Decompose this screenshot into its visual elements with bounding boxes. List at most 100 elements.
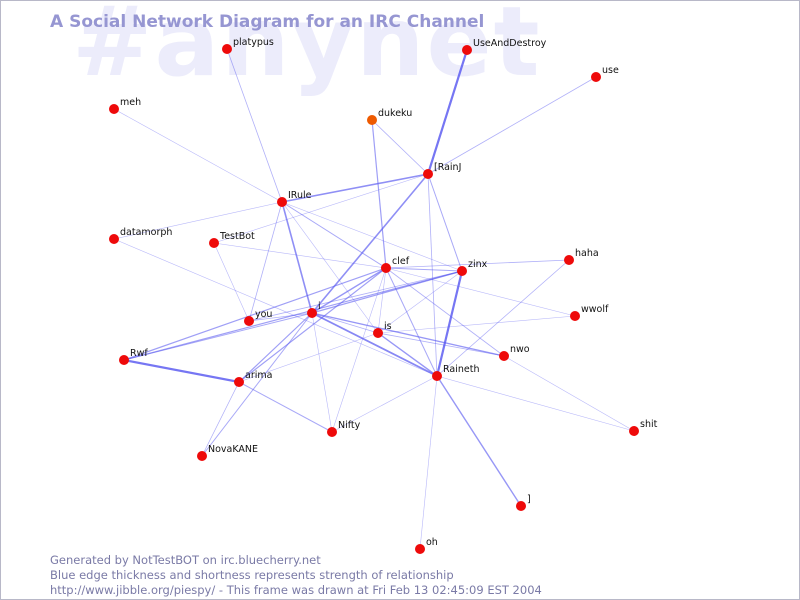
node-i[interactable]: i: [307, 301, 321, 318]
node-label-shit: shit: [640, 419, 658, 430]
node-dot-you[interactable]: [244, 316, 254, 326]
edge-IRule-zinx: [281, 201, 463, 272]
node-dot-Nifty[interactable]: [327, 427, 337, 437]
edge-arima-Nifty: [238, 381, 333, 433]
node-TestBot[interactable]: TestBot: [209, 231, 255, 248]
node-Rain[interactable]: [RainJ: [423, 162, 461, 179]
edge-meh-IRule: [113, 108, 283, 203]
edge-Raineth-oh: [419, 375, 438, 550]
edge-clef-i: [311, 267, 387, 314]
edge-i-Raineth: [311, 312, 438, 377]
node-dot-datamorph[interactable]: [109, 234, 119, 244]
node-label-Raineth: Raineth: [443, 364, 479, 375]
node-haha[interactable]: haha: [564, 248, 599, 265]
node-UseAndDestroy[interactable]: UseAndDestroy: [462, 38, 547, 55]
node-label-datamorph: datamorph: [120, 227, 172, 238]
diagram-title: A Social Network Diagram for an IRC Chan…: [50, 12, 485, 32]
node-dot-arima[interactable]: [234, 377, 244, 387]
node-bracket[interactable]: ]: [516, 494, 531, 511]
node-dot-nwo[interactable]: [499, 351, 509, 361]
node-label-Nifty: Nifty: [338, 420, 361, 431]
channel-watermark: #anynet: [72, 0, 542, 98]
edge-TestBot-you: [213, 242, 250, 322]
node-oh[interactable]: oh: [415, 537, 438, 554]
node-label-arima: arima: [245, 370, 272, 381]
footer-legend-note: Blue edge thickness and shortness repres…: [50, 568, 454, 582]
edge-Raineth-datamorph: [113, 238, 438, 377]
node-dot-haha[interactable]: [564, 255, 574, 265]
node-dot-oh[interactable]: [415, 544, 425, 554]
edge-clef-Raineth: [385, 267, 438, 377]
node-label-clef: clef: [392, 256, 410, 267]
node-label-dukeku: dukeku: [378, 108, 412, 119]
node-dot-NovaKANE[interactable]: [197, 451, 207, 461]
edge-is-arima: [238, 332, 379, 383]
node-arima[interactable]: arima: [234, 370, 272, 387]
node-label-use: use: [602, 65, 619, 76]
node-dot-meh[interactable]: [109, 104, 119, 114]
node-dot-use[interactable]: [591, 72, 601, 82]
node-dot-UseAndDestroy[interactable]: [462, 45, 472, 55]
node-dukeku[interactable]: dukeku: [367, 108, 412, 125]
edge-Rain-IRule: [281, 173, 429, 203]
node-label-NovaKANE: NovaKANE: [208, 444, 258, 455]
edge-Rwf-arima: [123, 358, 240, 384]
edge-clef-Rwf: [123, 267, 387, 361]
node-label-oh: oh: [426, 537, 438, 548]
node-clef[interactable]: clef: [381, 256, 410, 273]
node-use[interactable]: use: [591, 65, 619, 82]
edge-zinx-Rwf: [123, 270, 463, 361]
node-dot-zinx[interactable]: [457, 266, 467, 276]
edge-zinx-you: [248, 270, 463, 322]
edge-clef-arima: [238, 267, 387, 383]
node-label-bracket: ]: [527, 494, 531, 505]
node-dot-wwolf[interactable]: [570, 311, 580, 321]
footer-generated-by: Generated by NotTestBOT on irc.bluecherr…: [50, 553, 321, 567]
node-dot-Raineth[interactable]: [432, 371, 442, 381]
node-dot-dukeku[interactable]: [367, 115, 377, 125]
node-platypus[interactable]: platypus: [222, 37, 274, 54]
edge-IRule-you: [248, 201, 283, 322]
node-IRule[interactable]: IRule: [277, 190, 312, 207]
node-dot-platypus[interactable]: [222, 44, 232, 54]
edge-clef-zinx: [385, 267, 463, 272]
node-wwolf[interactable]: wwolf: [570, 304, 609, 321]
footer: Generated by NotTestBOT on irc.bluecherr…: [50, 553, 542, 598]
node-label-meh: meh: [120, 97, 141, 108]
node-Rwf[interactable]: Rwf: [119, 348, 148, 365]
node-dot-shit[interactable]: [629, 426, 639, 436]
edge-i-Nifty: [311, 312, 333, 433]
node-dot-clef[interactable]: [381, 263, 391, 273]
edge-Raineth-bracket: [436, 375, 522, 507]
node-shit[interactable]: shit: [629, 419, 658, 436]
node-dot-is[interactable]: [373, 328, 383, 338]
edge-clef-wwolf: [385, 267, 576, 317]
edge-IRule-i: [281, 201, 313, 314]
node-dot-Rwf[interactable]: [119, 355, 129, 365]
node-nwo[interactable]: nwo: [499, 344, 530, 361]
node-label-you: you: [255, 309, 272, 320]
node-dot-IRule[interactable]: [277, 197, 287, 207]
node-is[interactable]: is: [373, 321, 392, 338]
edge-i-is: [311, 312, 379, 334]
edge-i-Rwf: [123, 312, 313, 361]
node-dot-TestBot[interactable]: [209, 238, 219, 248]
edge-zinx-Raineth: [435, 270, 464, 377]
node-Raineth[interactable]: Raineth: [432, 364, 479, 381]
node-datamorph[interactable]: datamorph: [109, 227, 172, 244]
node-label-wwolf: wwolf: [581, 304, 609, 315]
node-dot-bracket[interactable]: [516, 501, 526, 511]
node-zinx[interactable]: zinx: [457, 259, 488, 276]
node-Nifty[interactable]: Nifty: [327, 420, 361, 437]
edge-Raineth-Nifty: [331, 375, 438, 433]
node-you[interactable]: you: [244, 309, 272, 326]
edge-Rain-dukeku: [371, 119, 429, 175]
node-label-Rwf: Rwf: [130, 348, 148, 359]
node-NovaKANE[interactable]: NovaKANE: [197, 444, 258, 461]
node-dot-Rain[interactable]: [423, 169, 433, 179]
edge-layer: [113, 48, 635, 550]
node-dot-i[interactable]: [307, 308, 317, 318]
node-label-platypus: platypus: [233, 37, 274, 48]
node-meh[interactable]: meh: [109, 97, 141, 114]
